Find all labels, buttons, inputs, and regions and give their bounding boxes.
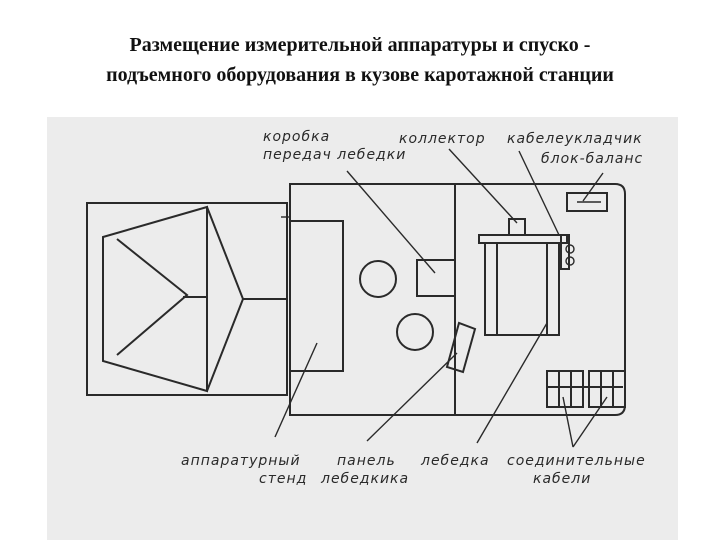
label-winch-panel-line2: лебедкика — [320, 471, 409, 487]
label-block-balance: блок-баланс — [541, 151, 643, 167]
round-hatch-1 — [359, 260, 397, 298]
collector — [508, 218, 526, 236]
slide-title: Размещение измерительной аппаратуры и сп… — [0, 30, 720, 90]
instrument-stand — [289, 220, 344, 372]
label-winch-panel-line1: панель — [337, 453, 396, 469]
station-layout-diagram: коробка передач лебедки коллектор кабеле… — [86, 129, 646, 487]
cable-layer — [560, 234, 575, 270]
label-cables-line2: кабели — [533, 471, 591, 487]
label-instrument-stand-line1: аппаратурный — [181, 453, 301, 469]
label-collector: коллектор — [399, 131, 486, 147]
cable-reels — [546, 370, 626, 408]
winch-gearbox — [416, 259, 456, 297]
round-hatch-2 — [396, 313, 434, 351]
label-cable-layer: кабелеукладчик — [507, 131, 643, 147]
label-gearbox-line1: коробка — [263, 129, 330, 145]
leader-lines — [274, 148, 608, 448]
truck-cab — [86, 202, 288, 396]
station-body — [281, 183, 626, 416]
title-line-1: Размещение измерительной аппаратуры и сп… — [129, 34, 591, 56]
label-gearbox-line2: передач лебедки — [263, 147, 406, 163]
label-instrument-stand-line2: стенд — [259, 471, 307, 487]
diagram-figure: коробка передач лебедки коллектор кабеле… — [47, 117, 678, 540]
label-cables-line1: соединительные — [507, 453, 646, 469]
title-line-2: подъемного оборудования в кузове каротаж… — [106, 64, 614, 86]
label-winch: лебедка — [420, 453, 490, 469]
winch-control-panel — [445, 321, 477, 374]
block-balance — [566, 192, 608, 212]
winch-drum — [478, 234, 568, 336]
